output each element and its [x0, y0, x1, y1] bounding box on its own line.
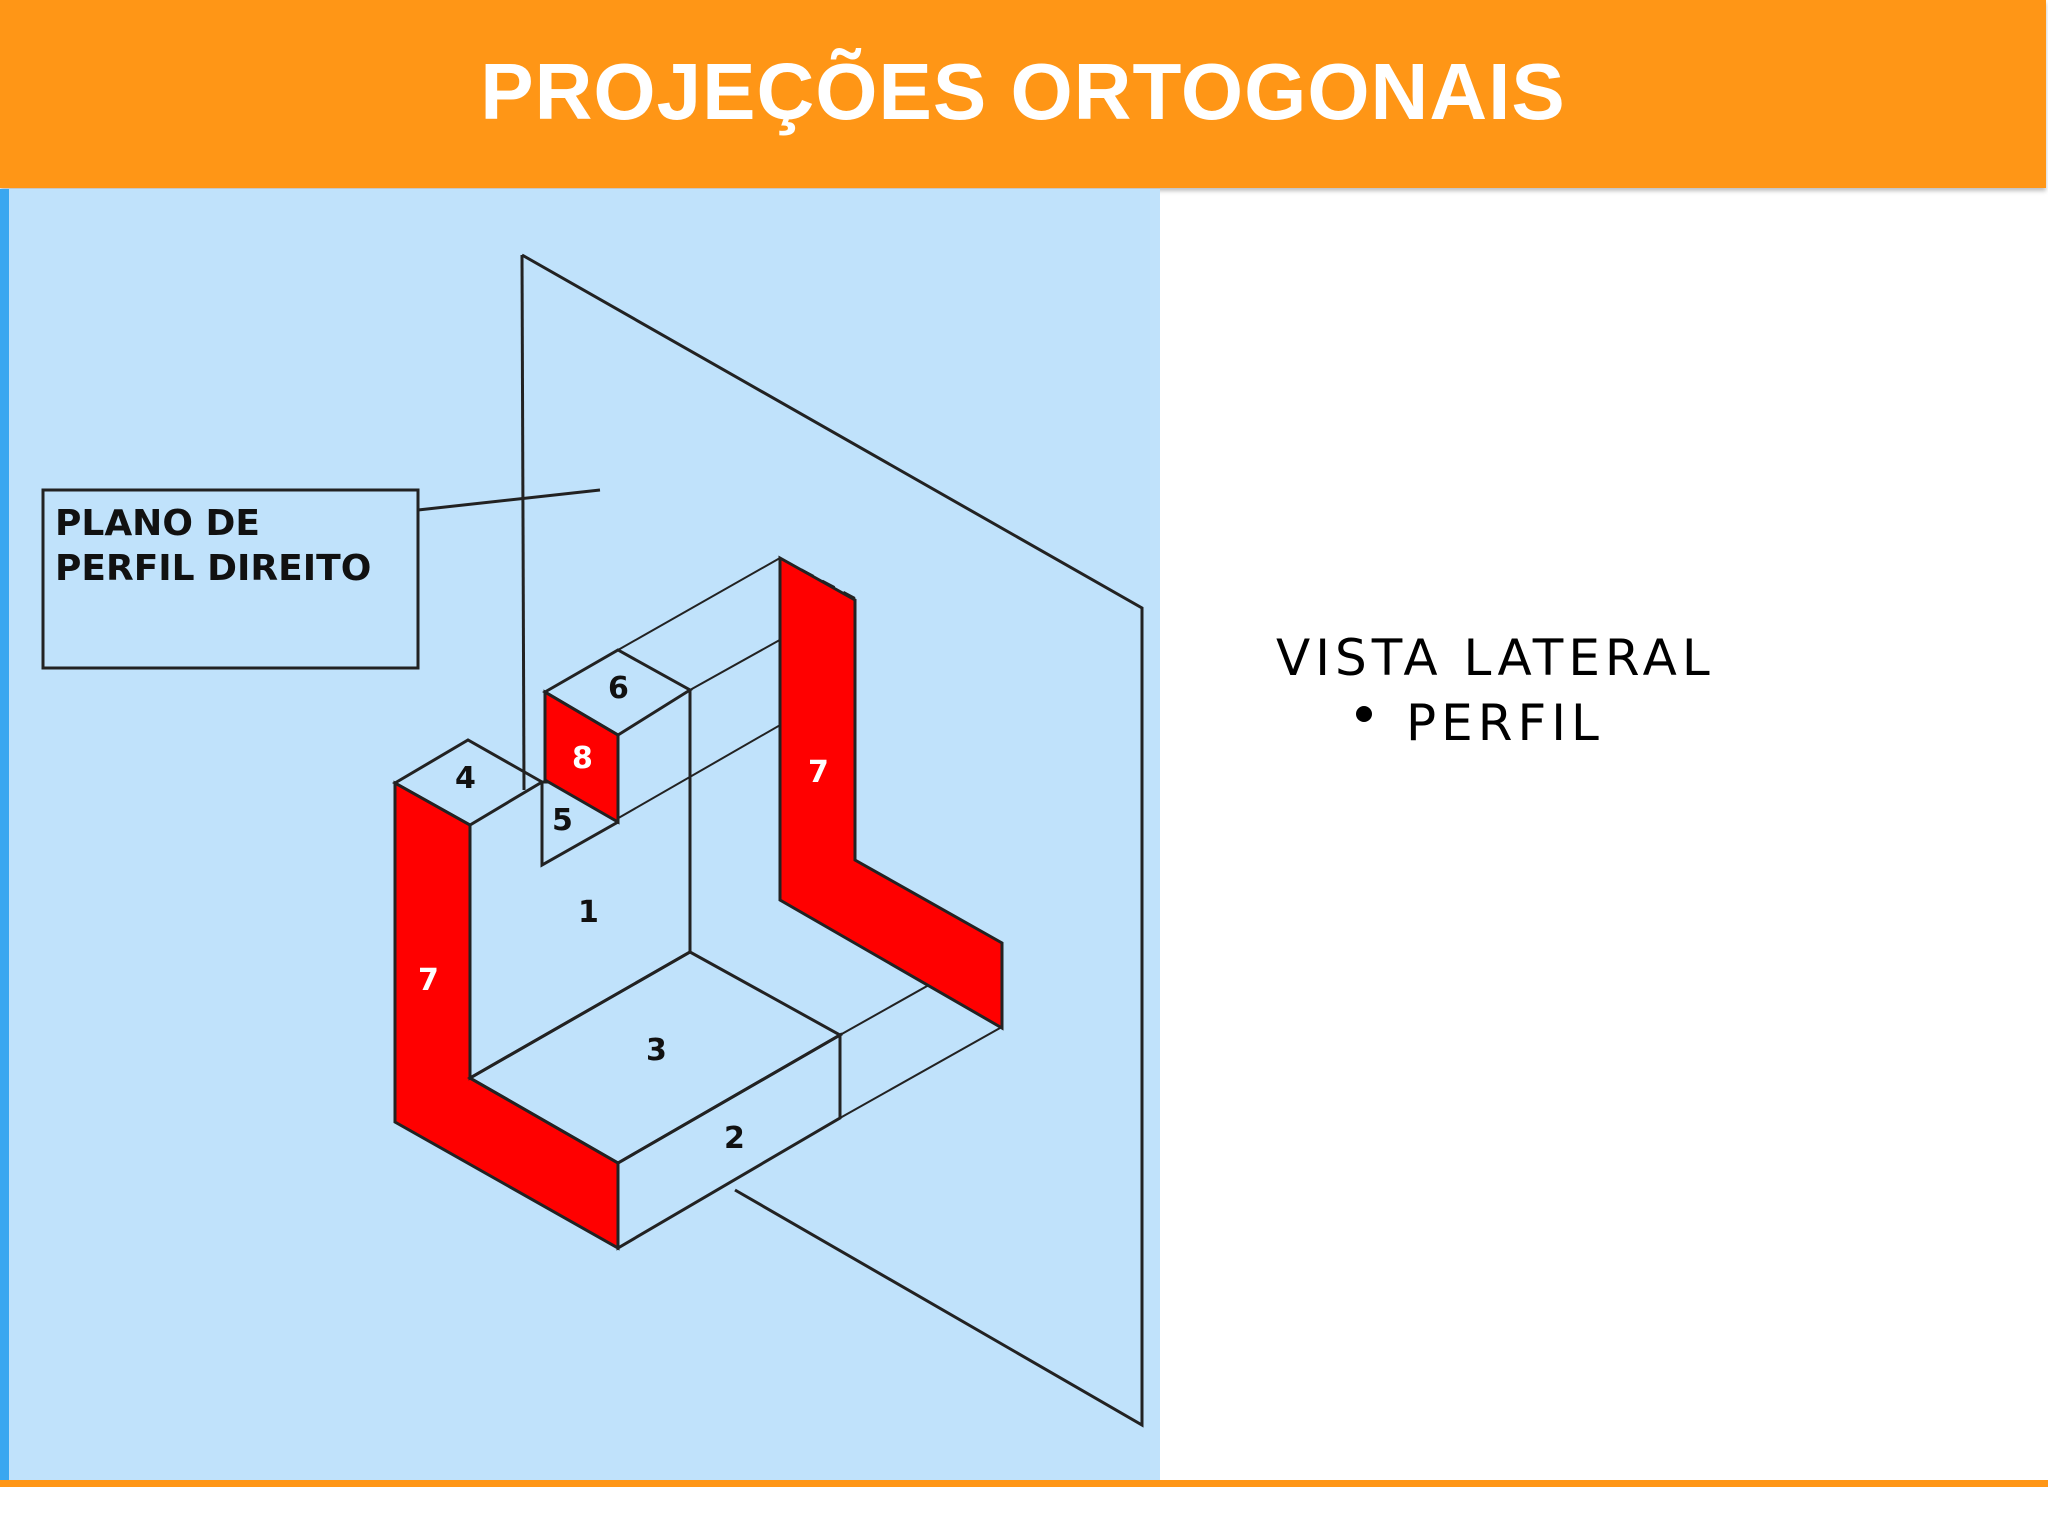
profile-plane-left-edge	[520, 254, 526, 791]
face-7-right	[778, 555, 1004, 1031]
label-2: 2	[724, 1121, 745, 1156]
callout-line-1: PLANO DE	[55, 503, 260, 544]
label-7-right: 7	[808, 755, 829, 790]
callout-leader	[417, 488, 601, 512]
callout-box	[41, 488, 420, 670]
caption: VISTA LATERAL PERFIL	[1276, 628, 1715, 758]
caption-title: VISTA LATERAL	[1276, 629, 1715, 687]
label-8: 8	[572, 741, 593, 776]
label-4: 4	[455, 761, 476, 796]
footer-divider	[0, 1480, 2048, 1487]
title-bar: PROJEÇÕES ORTOGONAIS	[0, 0, 2046, 188]
face-6	[542, 648, 693, 737]
caption-bullet-item: PERFIL	[1356, 688, 1715, 758]
figure-panel: PLANO DE PERFIL DIREITO	[0, 189, 1160, 1481]
label-7-left: 7	[418, 963, 439, 998]
bullet-icon	[1356, 706, 1372, 722]
label-3: 3	[646, 1033, 667, 1068]
callout-line-2: PERFIL DIREITO	[55, 548, 371, 589]
face-2	[616, 1032, 842, 1251]
label-6: 6	[608, 671, 629, 706]
label-5: 5	[552, 803, 573, 838]
page-title: PROJEÇÕES ORTOGONAIS	[480, 47, 1566, 136]
label-1: 1	[578, 895, 599, 930]
profile-plane-outline	[521, 253, 1144, 1428]
face-7-left	[393, 780, 620, 1251]
caption-bullet-text: PERFIL	[1406, 694, 1604, 752]
